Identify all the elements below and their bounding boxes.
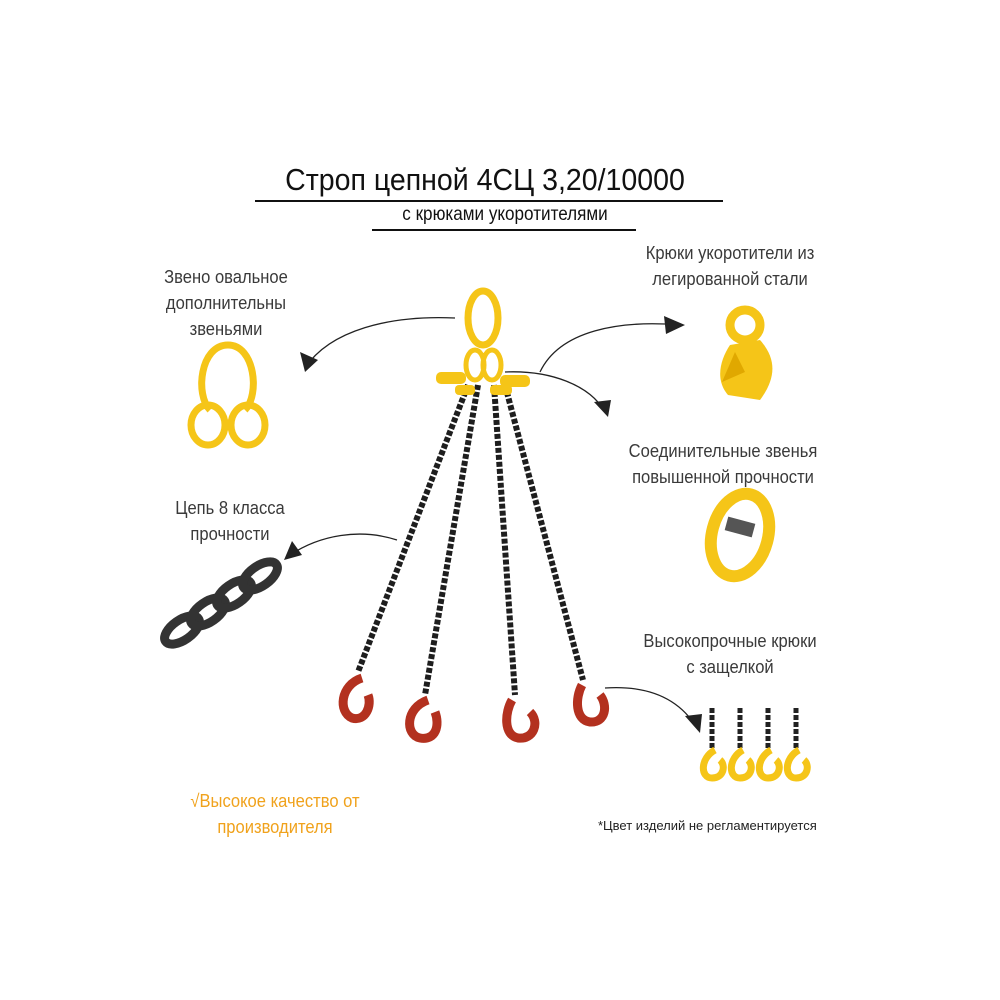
shortening-hook-image <box>720 305 773 400</box>
label-line: Крюки укоротители из <box>645 243 815 263</box>
label-line: повышенной прочности <box>632 467 814 487</box>
latch-hooks-image <box>699 708 811 782</box>
title-underline <box>255 200 723 202</box>
label-line: прочности <box>190 524 270 544</box>
color-disclaimer: *Цвет изделий не регламентируется <box>598 818 817 833</box>
label-line: Звено овальное <box>164 267 288 287</box>
chain-sling-main <box>338 287 610 743</box>
label-line: Высокопрочные крюки <box>643 631 817 651</box>
page-title: Строп цепной 4СЦ 3,20/10000 <box>285 162 685 197</box>
quality-line: производителя <box>217 817 333 837</box>
page-subtitle: с крюками укоротителями <box>402 204 608 225</box>
quality-badge: √Высокое качество от производителя <box>169 788 381 840</box>
label-line: Цепь 8 класса <box>175 498 285 518</box>
oval-link-image <box>187 341 269 449</box>
arrow-to-latch-hooks <box>604 686 698 729</box>
label-line: с защелкой <box>686 657 774 677</box>
label-line: легированной стали <box>652 269 808 289</box>
quality-line: √Высокое качество от <box>190 791 360 811</box>
latch-hooks-label: Высокопрочные крюки с защелкой <box>624 628 836 680</box>
chain-label: Цепь 8 класса прочности <box>147 495 313 547</box>
shortening-hooks-label: Крюки укоротители из легированной стали <box>624 240 836 292</box>
label-line: дополнительны <box>165 293 287 313</box>
master-link <box>464 287 502 349</box>
connecting-links-label: Соединительные звенья повышенной прочнос… <box>614 438 831 490</box>
label-line: звеньями <box>189 319 263 339</box>
arrow-to-chain <box>289 533 398 556</box>
pointer-arrows <box>289 316 698 729</box>
arrowheads <box>284 316 702 733</box>
shortening-hooks-small <box>436 372 530 395</box>
chain-legs <box>355 383 586 696</box>
arrow-to-oval-link <box>304 316 456 369</box>
chain-closeup-image <box>160 557 282 649</box>
subtitle-underline <box>372 229 636 231</box>
arrow-to-shortening-hooks <box>539 323 681 373</box>
latch-hooks-red <box>338 673 610 743</box>
label-line: Соединительные звенья <box>628 441 818 461</box>
oval-link-label: Звено овальное дополнительны звеньями <box>156 264 296 342</box>
connecting-link-image <box>704 487 776 583</box>
